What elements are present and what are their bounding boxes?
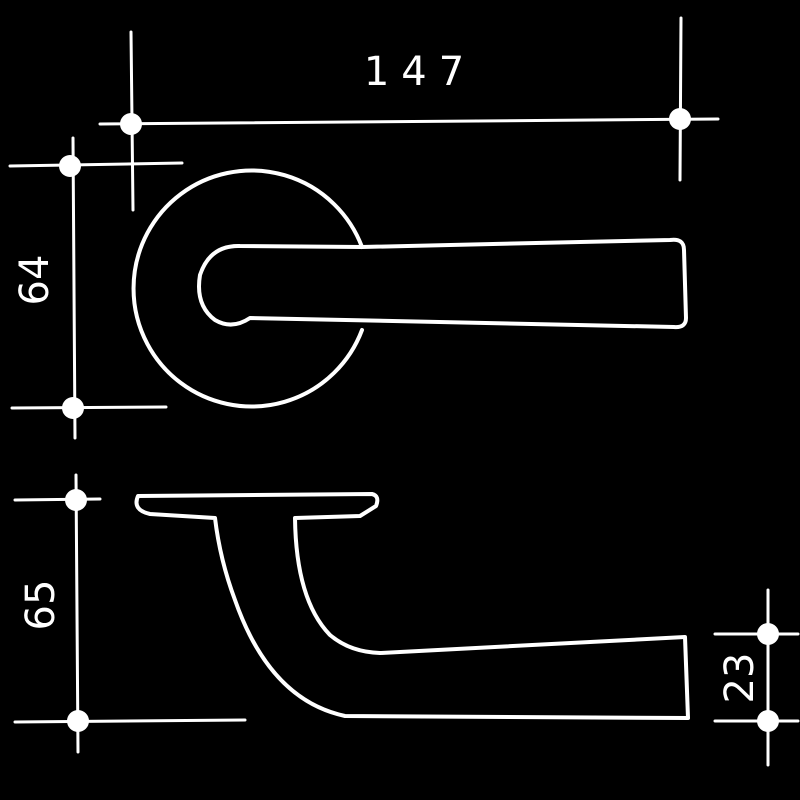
rose-outline <box>131 168 364 409</box>
width-dimension-line <box>98 117 720 126</box>
width-node-right <box>669 108 691 130</box>
width-dimension: 147 <box>98 16 720 212</box>
height-side-dimension-line <box>74 473 80 754</box>
height-top-dimension-line <box>71 136 77 440</box>
width-node-left <box>120 113 142 135</box>
thickness-node-bottom <box>757 710 779 732</box>
height-side-label: 65 <box>18 580 64 631</box>
height-side-node-bottom <box>67 710 89 732</box>
height-side-extension-bottom <box>13 718 247 724</box>
height-top-node-bottom <box>62 397 84 419</box>
height-top-extension-bottom <box>10 405 168 410</box>
width-label: 147 <box>364 49 476 95</box>
handle-top-view <box>131 168 688 409</box>
height-side-dimension: 65 <box>13 473 247 754</box>
thickness-node-top <box>757 623 779 645</box>
height-top-label: 64 <box>12 255 58 306</box>
height-top-dimension: 64 <box>8 136 184 440</box>
handle-side-view <box>134 492 690 720</box>
thickness-label: 23 <box>717 653 763 704</box>
height-side-node-top <box>65 489 87 511</box>
width-extension-right <box>678 16 683 182</box>
height-top-node-top <box>59 155 81 177</box>
lever-outline-side-view <box>134 492 690 720</box>
lever-outline-top-view <box>197 237 688 330</box>
height-top-extension-top <box>8 161 184 168</box>
thickness-dimension: 23 <box>713 588 800 767</box>
height-side-extension-top <box>13 497 102 502</box>
